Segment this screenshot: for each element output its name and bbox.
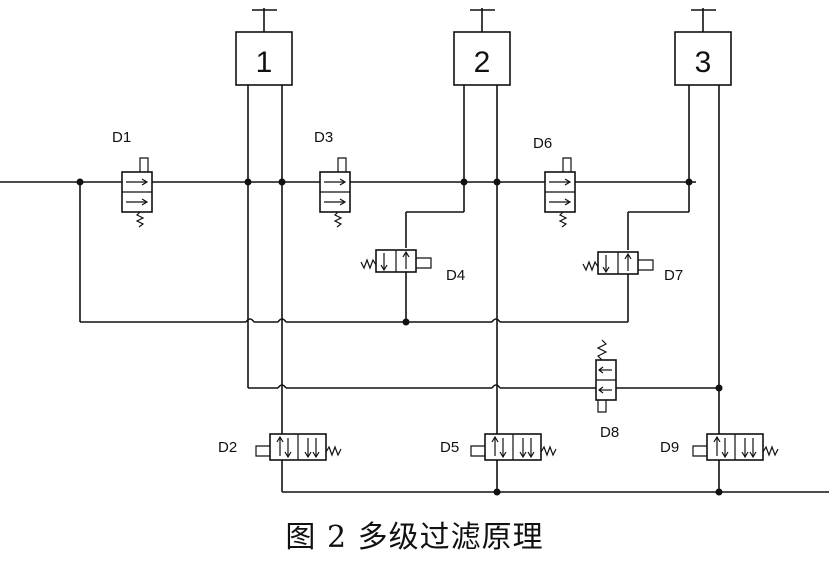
valve-d3-label: D3 <box>314 129 333 146</box>
valve-d2-label: D2 <box>218 439 237 456</box>
pipe-network <box>0 85 829 493</box>
valve-d1-label: D1 <box>112 129 131 146</box>
filter-2-box <box>453 31 511 86</box>
valve-d6-label: D6 <box>533 135 552 152</box>
filter-2: 2 <box>453 8 511 86</box>
valve-d7: D7 <box>582 251 683 284</box>
filter-1: 1 <box>235 8 293 86</box>
filter-1-box <box>235 31 293 86</box>
valve-d7-label: D7 <box>664 267 683 284</box>
valve-d2: D2 <box>218 433 342 461</box>
valve-d9-label: D9 <box>660 439 679 456</box>
valve-d4: D4 <box>360 249 465 284</box>
valve-d4-label: D4 <box>446 267 465 284</box>
junction-dots <box>76 178 723 496</box>
valve-d1: D1 <box>112 129 153 228</box>
valve-d8: D8 <box>595 339 619 441</box>
filter-2-label: 2 <box>474 46 491 79</box>
filter-3-box <box>674 31 732 86</box>
valve-d6: D6 <box>533 135 576 228</box>
valve-d5-label: D5 <box>440 439 459 456</box>
figure-caption: 图 2 多级过滤原理 <box>285 520 544 555</box>
valve-d8-label: D8 <box>600 424 619 441</box>
valve-d5: D5 <box>440 433 557 461</box>
filter-1-label: 1 <box>256 46 273 79</box>
filter-3: 3 <box>674 8 732 86</box>
valve-d9: D9 <box>660 433 779 461</box>
valve-d3: D3 <box>314 129 351 228</box>
filter-3-label: 3 <box>695 46 712 79</box>
